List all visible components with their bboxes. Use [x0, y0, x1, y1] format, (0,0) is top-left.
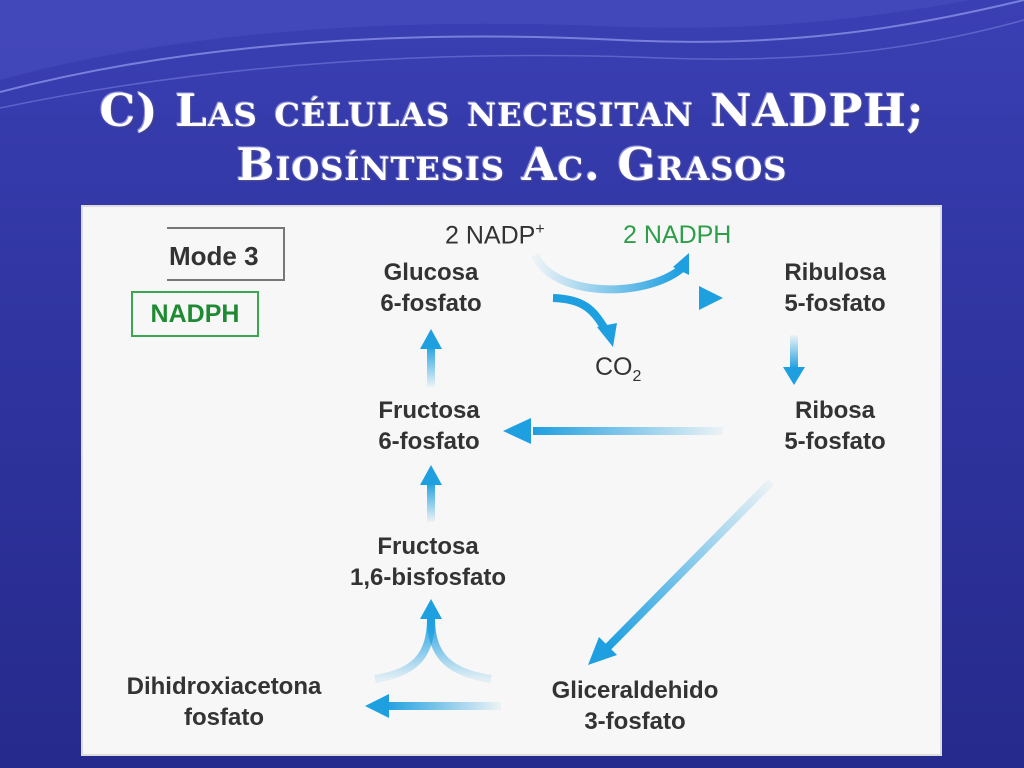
slide-title-line-2: Biosíntesis Ac. Grasos	[236, 138, 788, 191]
f16bp-line-1: Fructosa	[377, 533, 479, 560]
co2-text: CO	[595, 353, 633, 381]
arrow-ribose-to-f6p	[503, 418, 723, 444]
ribose-line-2: 5-fosfato	[784, 428, 886, 455]
metabolite-ribulose-5-phosphate: Ribulosa 5-fosfato	[745, 257, 925, 319]
arrow-gap-to-dhap	[365, 694, 501, 718]
arrow-g6p-to-ribulose	[505, 286, 723, 310]
co2-label: CO2	[595, 353, 641, 386]
ribulose-line-2: 5-fosfato	[784, 290, 886, 317]
arrow-nadp-to-nadph	[531, 253, 689, 294]
slide-title: C) Las células necesitan NADPH; Biosínte…	[0, 84, 1024, 192]
metabolite-ribose-5-phosphate: Ribosa 5-fosfato	[745, 395, 925, 457]
mode-label: Mode 3	[167, 227, 285, 281]
arrow-f16bp-to-f6p	[420, 465, 442, 522]
nadph-mode-badge: NADPH	[131, 291, 259, 337]
g6p-line-1: Glucosa	[383, 259, 479, 286]
gap-line-2: 3-fosfato	[584, 708, 686, 735]
nadp-plus-label: 2 NADP+	[445, 221, 545, 250]
ribose-line-1: Ribosa	[794, 397, 875, 424]
diagram-arrows	[365, 253, 805, 718]
metabolite-fructose-6-phosphate: Fructosa 6-fosfato	[339, 395, 519, 457]
arrow-ribulose-to-ribose	[783, 335, 805, 385]
arrow-f6p-to-g6p	[420, 329, 442, 387]
title-wave-decoration	[0, 0, 1024, 109]
ribulose-line-1: Ribulosa	[784, 259, 886, 286]
co2-subscript: 2	[632, 368, 642, 385]
f6p-line-2: 6-fosfato	[378, 428, 480, 455]
arrow-to-co2	[552, 294, 617, 347]
f6p-line-1: Fructosa	[378, 397, 480, 424]
nadp-charge: +	[535, 221, 545, 238]
dhap-line-2: fosfato	[184, 704, 264, 731]
nadp-text: 2 NADP	[445, 221, 536, 250]
gap-line-1: Gliceraldehido	[551, 677, 719, 704]
f16bp-line-2: 1,6-bisfosfato	[349, 564, 507, 591]
pentose-phosphate-diagram: Mode 3 NADPH 2 NADP+ 2 NADPH CO2 Glucosa…	[83, 207, 940, 754]
g6p-line-2: 6-fosfato	[380, 290, 482, 317]
metabolite-glucose-6-phosphate: Glucosa 6-fosfato	[341, 257, 521, 319]
arrow-ribose-to-gap	[588, 479, 774, 665]
metabolite-fructose-1-6-bisphosphate: Fructosa 1,6-bisfosfato	[303, 531, 553, 593]
metabolite-glyceraldehyde-3-phosphate: Gliceraldehido 3-fosfato	[515, 675, 755, 737]
dhap-line-1: Dihidroxiacetona	[126, 673, 322, 700]
metabolite-dihydroxyacetone-phosphate: Dihidroxiacetona fosfato	[93, 671, 355, 733]
nadph-product-label: 2 NADPH	[623, 221, 732, 249]
slide-title-line-1: C) Las células necesitan NADPH;	[99, 84, 925, 137]
arrow-aldolase-fork	[374, 599, 492, 683]
